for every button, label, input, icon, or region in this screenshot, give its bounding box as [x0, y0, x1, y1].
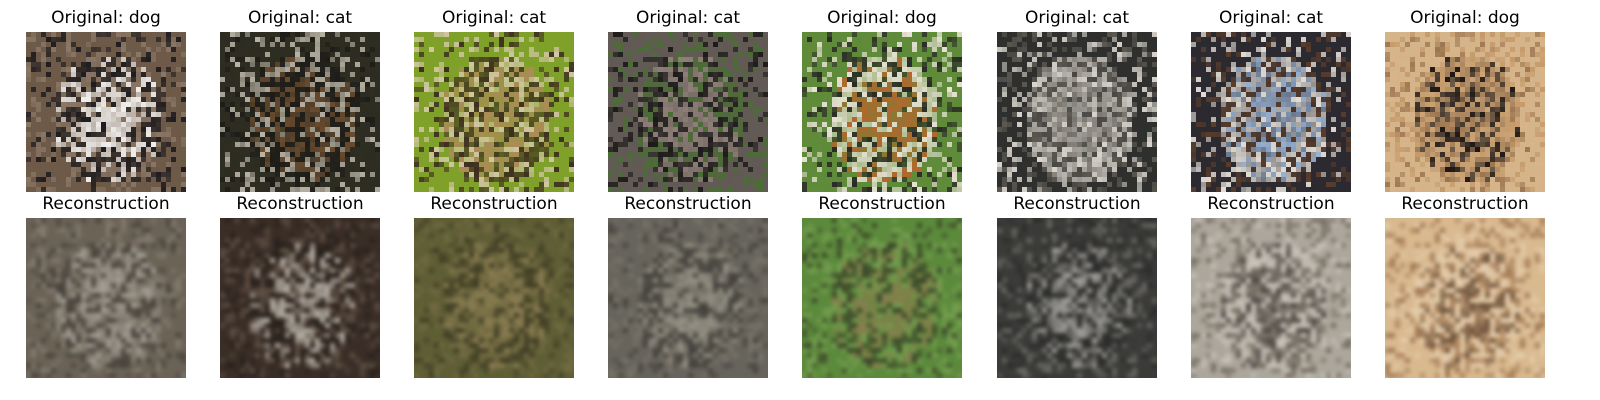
original-title: Original: cat	[247, 8, 353, 28]
original-title: Original: dog	[827, 8, 937, 28]
reconstruction-title: Reconstruction	[1013, 194, 1141, 214]
reconstruction-image-icon	[1385, 218, 1545, 378]
reconstruction-title: Reconstruction	[818, 194, 946, 214]
reconstruction-title: Reconstruction	[624, 194, 752, 214]
reconstruction-image-icon	[220, 218, 380, 378]
reconstruction-image-icon	[802, 218, 962, 378]
original-title: Original: cat	[1024, 8, 1130, 28]
original-title: Original: cat	[635, 8, 741, 28]
black-dog-standing-photo-icon	[1385, 32, 1545, 192]
tortoiseshell-cat-photo-icon	[220, 32, 380, 192]
original-title: Original: cat	[441, 8, 547, 28]
reconstruction-image-icon	[1191, 218, 1351, 378]
reconstruction-title: Reconstruction	[430, 194, 558, 214]
reconstruction-title: Reconstruction	[42, 194, 170, 214]
red-dog-on-grass-photo-icon	[802, 32, 962, 192]
pallas-cat-photo-icon	[997, 32, 1157, 192]
terrier-dog-photo-icon	[26, 32, 186, 192]
black-cat-held-photo-icon	[1191, 32, 1351, 192]
reconstruction-image-icon	[26, 218, 186, 378]
original-title: Original: dog	[51, 8, 161, 28]
original-title: Original: cat	[1218, 8, 1324, 28]
original-title: Original: dog	[1410, 8, 1520, 28]
reconstruction-image-icon	[997, 218, 1157, 378]
reconstruction-title: Reconstruction	[236, 194, 364, 214]
reconstruction-title: Reconstruction	[1207, 194, 1335, 214]
reconstruction-image-icon	[608, 218, 768, 378]
reconstruction-image-icon	[414, 218, 574, 378]
wild-cat-face-photo-icon	[414, 32, 574, 192]
puma-photo-icon	[608, 32, 768, 192]
reconstruction-title: Reconstruction	[1401, 194, 1529, 214]
